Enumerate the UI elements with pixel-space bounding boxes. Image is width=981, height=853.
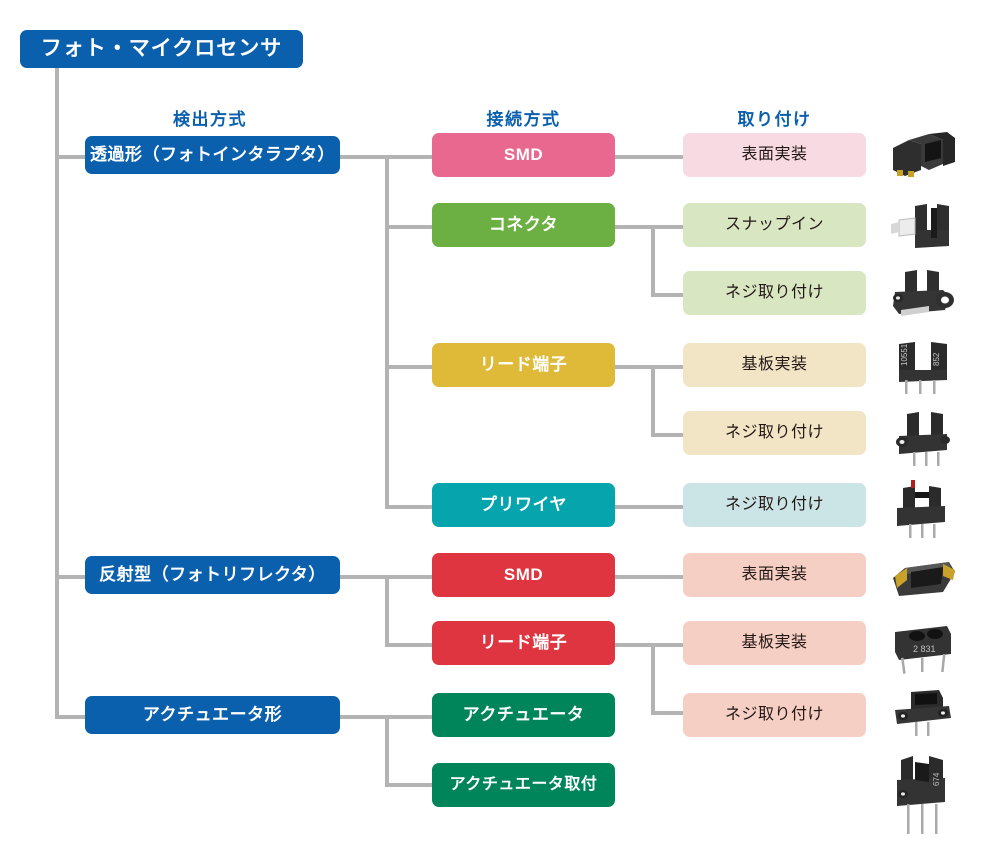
node-mounting-pcb-2[interactable]: 基板実装 <box>683 621 866 665</box>
node-connection-smd-red[interactable]: SMD <box>432 553 615 597</box>
photo-actuator-screw <box>885 688 961 750</box>
svg-text:2 831: 2 831 <box>913 644 936 654</box>
root-node[interactable]: フォト・マイクロセンサ <box>20 30 303 68</box>
column-header-mounting: 取り付け <box>737 110 812 129</box>
connector-l2-3-out <box>615 365 655 369</box>
node-mounting-screw-1[interactable]: ネジ取り付け <box>683 271 866 315</box>
photo-transmissive-lead-screw <box>885 408 961 470</box>
connector-l2-2-to-l3-3 <box>651 293 685 297</box>
svg-text:10551: 10551 <box>900 343 909 366</box>
connector-l2-5-to-l3-7 <box>615 575 685 579</box>
connector-l1-2-to-l2-6 <box>385 643 435 647</box>
connector-l2-2-to-l3-2 <box>651 225 685 229</box>
connector-l2-2-out <box>615 225 655 229</box>
node-connection-lead-gold[interactable]: リード端子 <box>432 343 615 387</box>
connector-l2-3-to-l3-4 <box>651 365 685 369</box>
photo-transmissive-connector-screw <box>885 264 961 326</box>
connector-l1-1-to-l2-3 <box>385 365 435 369</box>
photo-transmissive-prewire-screw <box>885 478 961 540</box>
photo-transmissive-lead-pcb: 10551 852 <box>885 336 961 398</box>
node-connection-connector[interactable]: コネクタ <box>432 203 615 247</box>
connector-l1-1-trunk <box>385 155 389 507</box>
column-header-detection: 検出方式 <box>173 110 247 129</box>
photo-transmissive-connector-snapin <box>885 196 961 258</box>
connector-l1-2-trunk <box>385 575 389 647</box>
connector-root-to-l1-1 <box>55 155 87 159</box>
node-connection-actuator-mount[interactable]: アクチュエータ取付 <box>432 763 615 807</box>
connector-l1-3-trunk <box>385 715 389 787</box>
svg-text:852: 852 <box>932 352 941 366</box>
connector-l2-2-trunk <box>651 225 655 297</box>
connector-l2-6-to-l3-9 <box>651 711 685 715</box>
connector-root-trunk <box>55 67 59 719</box>
connector-l2-6-to-l3-8 <box>651 643 685 647</box>
node-detection-reflective[interactable]: 反射型（フォトリフレクタ） <box>85 556 340 594</box>
connector-l2-1-to-l3-1 <box>615 155 685 159</box>
photo-reflective-lead-pcb: 2 831 <box>885 618 961 680</box>
column-header-connection: 接続方式 <box>486 110 561 129</box>
connector-l1-3-to-l2-8 <box>385 783 435 787</box>
node-connection-actuator[interactable]: アクチュエータ <box>432 693 615 737</box>
connector-l1-1-to-l2-2 <box>385 225 435 229</box>
connector-l2-6-out <box>615 643 655 647</box>
node-connection-smd-pink[interactable]: SMD <box>432 133 615 177</box>
connector-l2-4-to-l3-6 <box>615 505 685 509</box>
photo-actuator-mount: 674 <box>885 752 961 842</box>
node-mounting-screw-4[interactable]: ネジ取り付け <box>683 693 866 737</box>
connector-l2-3-trunk <box>651 365 655 437</box>
connector-l2-6-trunk <box>651 643 655 715</box>
node-mounting-surface-1[interactable]: 表面実装 <box>683 133 866 177</box>
photo-reflective-smd <box>885 550 961 612</box>
connector-l2-3-to-l3-5 <box>651 433 685 437</box>
node-detection-actuator[interactable]: アクチュエータ形 <box>85 696 340 734</box>
connector-l1-1-to-l2-4 <box>385 505 435 509</box>
node-mounting-screw-3[interactable]: ネジ取り付け <box>683 483 866 527</box>
connector-root-to-l1-2 <box>55 575 87 579</box>
node-mounting-screw-2[interactable]: ネジ取り付け <box>683 411 866 455</box>
connector-root-to-l1-3 <box>55 715 87 719</box>
photo-transmissive-smd <box>885 124 961 186</box>
node-mounting-pcb-1[interactable]: 基板実装 <box>683 343 866 387</box>
svg-text:674: 674 <box>932 772 941 786</box>
node-mounting-surface-2[interactable]: 表面実装 <box>683 553 866 597</box>
node-connection-prewire[interactable]: プリワイヤ <box>432 483 615 527</box>
node-detection-transmissive[interactable]: 透過形（フォトインタラプタ） <box>85 136 340 174</box>
node-mounting-snapin[interactable]: スナップイン <box>683 203 866 247</box>
node-connection-lead-red[interactable]: リード端子 <box>432 621 615 665</box>
